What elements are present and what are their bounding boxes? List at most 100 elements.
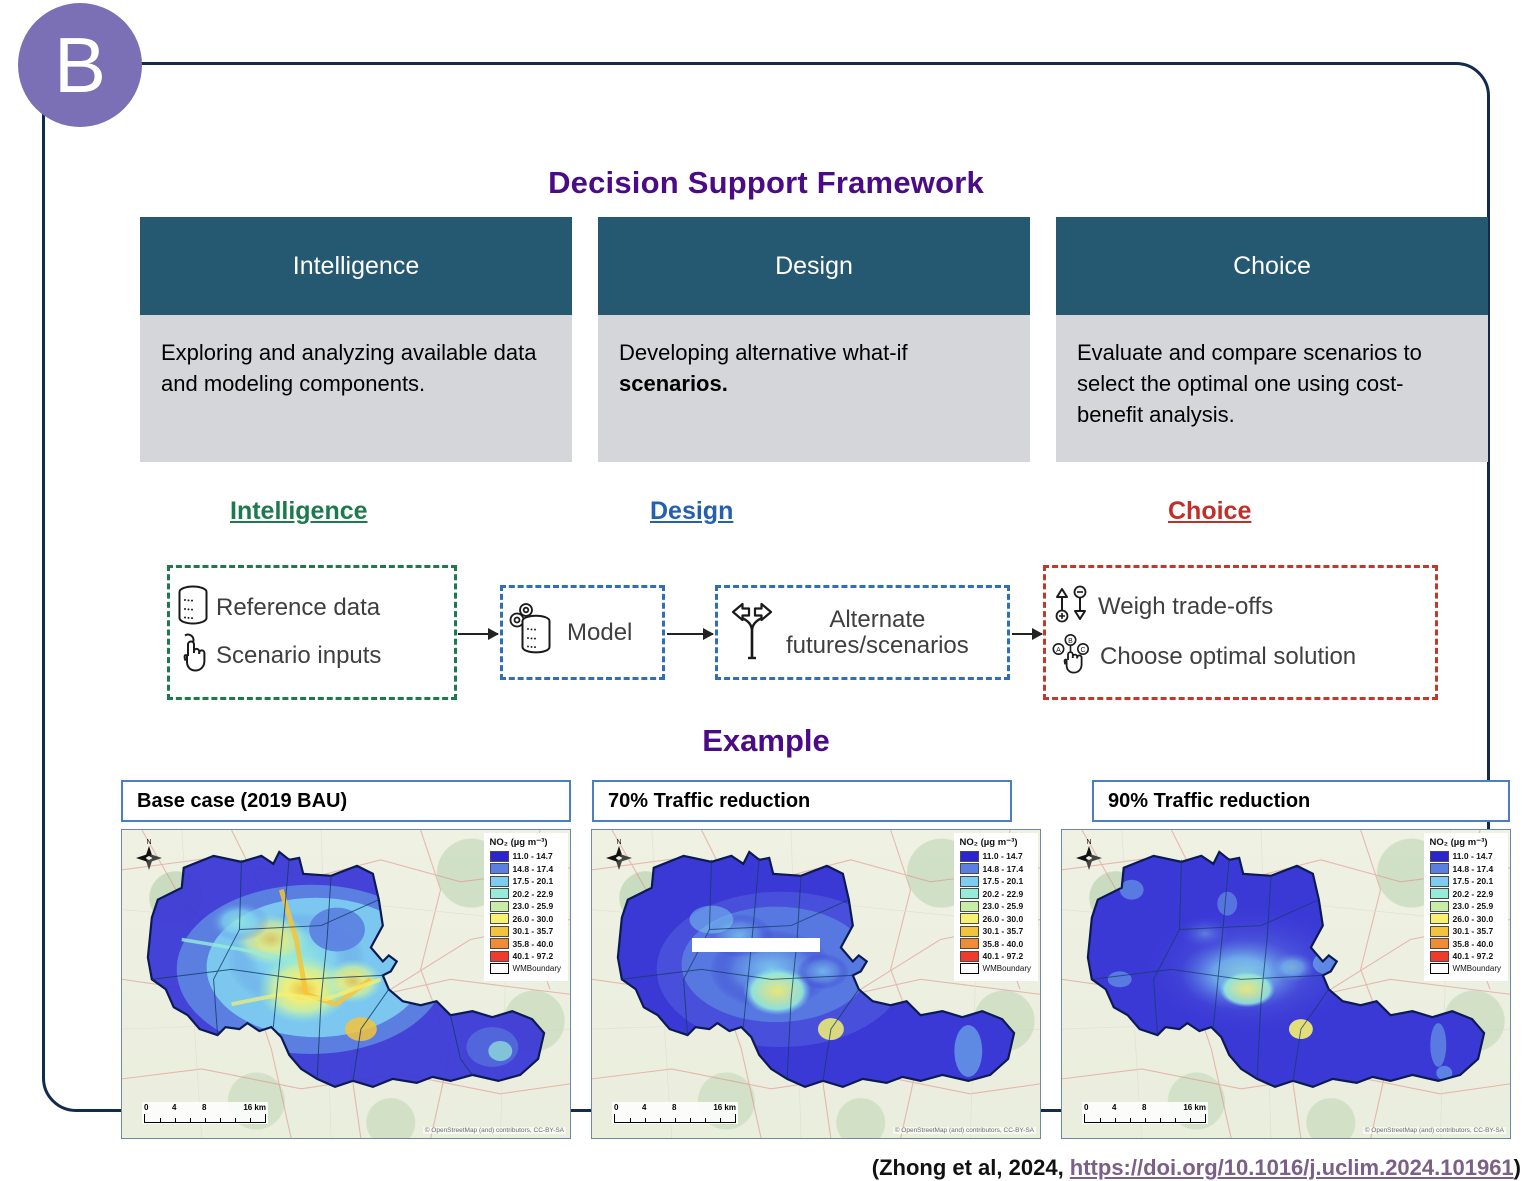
legend-label: 26.0 - 30.0 xyxy=(1452,913,1494,924)
scalebar-tick: 0 xyxy=(1084,1103,1089,1112)
map-scalebar-base-case: 0 4 8 16 km xyxy=(142,1102,268,1124)
legend-row: 14.8 - 17.4 xyxy=(1429,863,1501,875)
legend-label: 14.8 - 17.4 xyxy=(982,863,1024,874)
scalebar-tick: 8 xyxy=(1142,1103,1147,1112)
click-hand-icon xyxy=(176,632,210,681)
flow-box-model: Model xyxy=(500,585,665,680)
legend-label: 14.8 - 17.4 xyxy=(512,863,554,874)
scalebar-bar xyxy=(1084,1114,1206,1123)
map-caption-70-reduction: 70% Traffic reduction xyxy=(592,780,1012,822)
legend-title: NO₂ (µg m⁻³) xyxy=(489,837,548,848)
legend-row: 40.1 - 97.2 xyxy=(489,950,561,962)
legend-row-boundary: WMBoundary xyxy=(1429,963,1501,975)
legend-swatch xyxy=(489,950,509,962)
legend-row: 40.1 - 97.2 xyxy=(959,950,1031,962)
stage-card-body-design: Developing alternative what-if scenarios… xyxy=(598,315,1030,462)
map-attribution-90-reduction: © OpenStreetMap (and) contributors, CC-B… xyxy=(1362,1127,1506,1134)
flow-box-choice: Weigh trade-offs A B C xyxy=(1043,565,1438,700)
legend-label: 23.0 - 25.9 xyxy=(982,901,1024,911)
legend-label: 17.5 - 20.1 xyxy=(512,876,554,886)
flow-arrow-intelligence-to-model xyxy=(458,628,499,640)
map-column-base-case: Base case (2019 BAU) xyxy=(121,780,571,1155)
map-attribution-base-case: © OpenStreetMap (and) contributors, CC-B… xyxy=(422,1127,566,1134)
flow-arrow-alternate-to-choice xyxy=(1012,628,1043,640)
legend-swatch xyxy=(959,863,979,875)
legend-label: 11.0 - 14.7 xyxy=(1452,851,1493,861)
legend-swatch xyxy=(1429,950,1449,962)
legend-row: 23.0 - 25.9 xyxy=(959,900,1031,912)
legend-swatch xyxy=(1429,925,1449,937)
scalebar-tick: 16 km xyxy=(713,1103,736,1112)
panel-badge: B xyxy=(18,3,142,127)
legend-swatch xyxy=(959,875,979,887)
legend-label: 11.0 - 14.7 xyxy=(982,851,1023,861)
flow-item-label-alternate-line1: Alternate xyxy=(829,605,926,633)
scalebar-bar xyxy=(614,1114,736,1123)
map-legend-90-reduction: NO₂ (µg m⁻³) 11.0 - 14.7 14.8 - 17.4 17.… xyxy=(1423,833,1508,981)
map-white-redaction-box xyxy=(692,938,820,952)
legend-label: 35.8 - 40.0 xyxy=(512,938,554,949)
stage-body-text-design: Developing alternative what-if xyxy=(619,340,908,365)
map-column-70-reduction: 70% Traffic reduction xyxy=(591,780,1041,1155)
flow-box-intelligence: Reference data Scenario inputs xyxy=(167,565,457,700)
legend-swatch xyxy=(489,850,509,862)
stage-card-design: Design Developing alternative what-if sc… xyxy=(598,217,1030,462)
legend-swatch xyxy=(959,850,979,862)
legend-title: NO₂ (µg m⁻³) xyxy=(959,837,1018,848)
map-figure-90-reduction: N NO₂ (µg m⁻³) 11.0 - 14.7 14.8 - 17.4 1… xyxy=(1061,829,1511,1139)
legend-swatch xyxy=(1429,900,1449,912)
framework-title: Decision Support Framework xyxy=(548,165,984,200)
legend-swatch-boundary xyxy=(959,963,979,975)
flow-box-alternate-futures: Alternate futures/scenarios xyxy=(715,585,1010,680)
legend-swatch xyxy=(1429,850,1449,862)
legend-row: 20.2 - 22.9 xyxy=(959,888,1031,900)
choose-option-hand-icon: A B C xyxy=(1052,632,1094,683)
legend-label: 20.2 - 22.9 xyxy=(1452,888,1494,899)
example-title: Example xyxy=(702,723,830,758)
legend-row: 30.1 - 35.7 xyxy=(489,925,561,937)
legend-label-boundary: WMBoundary xyxy=(982,963,1031,973)
flow-item-label-scenario-inputs: Scenario inputs xyxy=(216,642,382,669)
map-no2-surface-90-reduction xyxy=(1086,850,1486,1089)
map-legend-70-reduction: NO₂ (µg m⁻³) 11.0 - 14.7 14.8 - 17.4 17.… xyxy=(953,833,1038,981)
svg-text:B: B xyxy=(1068,638,1073,645)
legend-row: 17.5 - 20.1 xyxy=(1429,875,1501,887)
legend-row: 35.8 - 40.0 xyxy=(1429,938,1501,950)
legend-row: 11.0 - 14.7 xyxy=(489,850,561,862)
flow-item-scenario-inputs: Scenario inputs xyxy=(170,632,454,681)
legend-swatch xyxy=(489,900,509,912)
stage-card-choice: Choice Evaluate and compare scenarios to… xyxy=(1056,217,1488,462)
stage-card-body-intelligence: Exploring and analyzing available data a… xyxy=(140,315,572,462)
legend-swatch xyxy=(959,913,979,925)
legend-title: NO₂ (µg m⁻³) xyxy=(1429,837,1488,848)
map-no2-surface-base-case xyxy=(146,850,546,1089)
legend-label: 20.2 - 22.9 xyxy=(982,888,1024,899)
citation-doi-link[interactable]: https://doi.org/10.1016/j.uclim.2024.101… xyxy=(1069,1155,1514,1180)
legend-label: 17.5 - 20.1 xyxy=(1452,876,1494,886)
legend-label: 20.2 - 22.9 xyxy=(512,888,554,899)
legend-swatch xyxy=(489,913,509,925)
stage-card-intelligence: Intelligence Exploring and analyzing ava… xyxy=(140,217,572,462)
legend-swatch xyxy=(489,863,509,875)
compass-icon-70-reduction: N xyxy=(606,839,632,870)
flow-item-model: Model xyxy=(503,601,662,664)
stage-card-header-intelligence: Intelligence xyxy=(140,217,572,315)
map-attribution-70-reduction: © OpenStreetMap (and) contributors, CC-B… xyxy=(892,1127,1036,1134)
legend-row: 23.0 - 25.9 xyxy=(1429,900,1501,912)
legend-row-boundary: WMBoundary xyxy=(489,963,561,975)
flow-item-label-alternate-line2: futures/scenarios xyxy=(786,631,969,659)
legend-swatch xyxy=(1429,863,1449,875)
stage-body-text-intelligence: Exploring and analyzing available data a… xyxy=(161,340,537,397)
svg-text:C: C xyxy=(1080,647,1085,654)
citation-prefix: (Zhong et al, 2024, xyxy=(871,1155,1070,1180)
legend-swatch xyxy=(1429,913,1449,925)
legend-label: 40.1 - 97.2 xyxy=(1452,951,1494,961)
legend-swatch-boundary xyxy=(1429,963,1449,975)
flow-item-label-weigh-tradeoffs: Weigh trade-offs xyxy=(1098,593,1274,620)
legend-label: 35.8 - 40.0 xyxy=(1452,938,1494,949)
svg-text:A: A xyxy=(1056,647,1061,654)
legend-row: 26.0 - 30.0 xyxy=(959,913,1031,925)
legend-row: 11.0 - 14.7 xyxy=(959,850,1031,862)
legend-row: 26.0 - 30.0 xyxy=(1429,913,1501,925)
legend-row: 30.1 - 35.7 xyxy=(1429,925,1501,937)
